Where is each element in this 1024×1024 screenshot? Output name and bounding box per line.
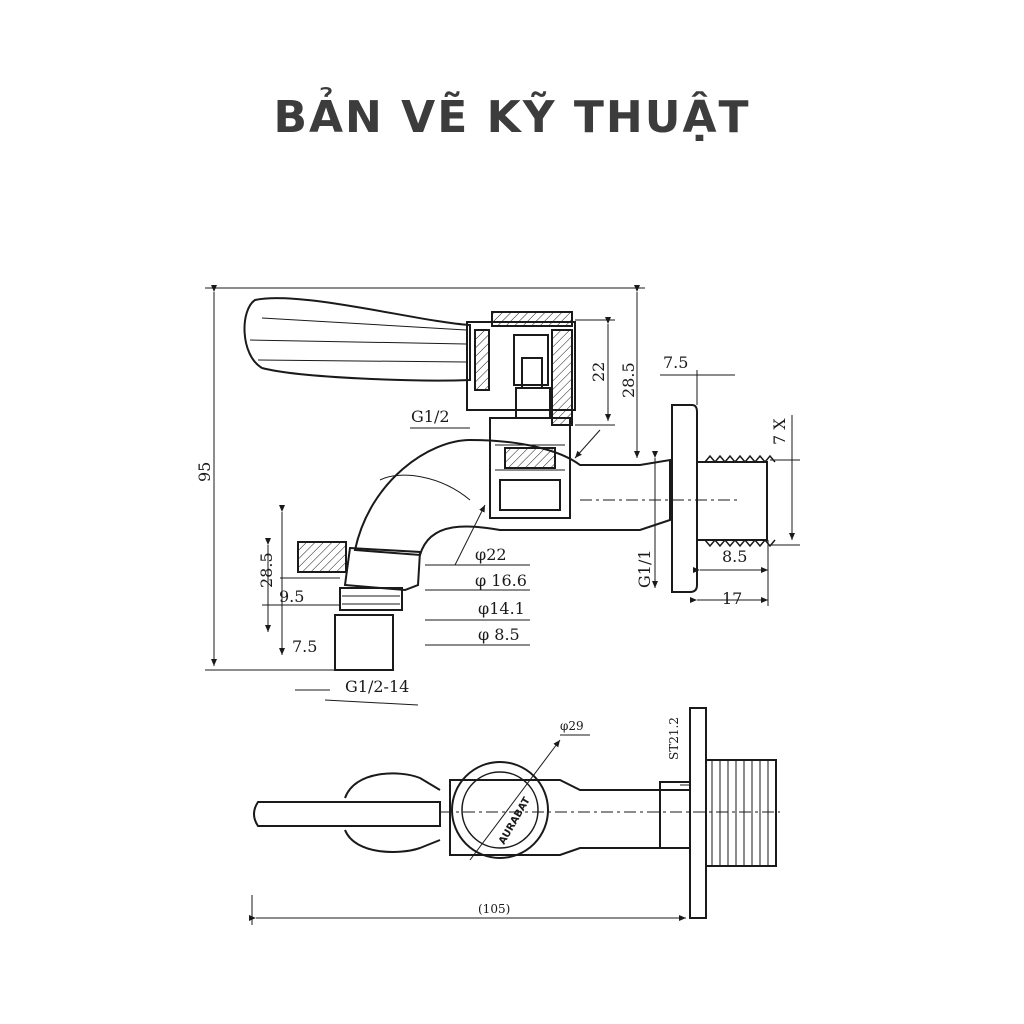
dim-105: (105) (478, 902, 510, 916)
dim-phi16-6: φ 16.6 (475, 571, 527, 590)
dim-phi29: φ29 (560, 719, 584, 733)
dim-g11: G1/1 (635, 549, 654, 588)
dim-8-5: 8.5 (722, 547, 747, 566)
dim-st21-2: ST21.2 (667, 717, 681, 760)
valve-body (353, 438, 671, 557)
dim-g12-14: G1/2-14 (345, 677, 409, 696)
wall-flange (671, 404, 698, 593)
dim-17: 17 (722, 589, 742, 608)
page-title: BẢN VẼ KỸ THUẬT (273, 92, 751, 143)
dim-28-5: 28.5 (619, 362, 638, 398)
side-view (205, 285, 800, 706)
dim-7-5-top: 7.5 (663, 353, 688, 372)
dim-22: 22 (589, 362, 608, 382)
top-body (449, 779, 691, 856)
top-lever (253, 801, 441, 827)
dim-phi14-1: φ14.1 (478, 599, 525, 618)
dim-outlet-28-5: 28.5 (257, 552, 276, 588)
dim-9-5: 9.5 (279, 587, 304, 606)
dim-95: 95 (195, 462, 214, 482)
lever-handle (243, 297, 471, 382)
thread-male (696, 461, 768, 541)
dim-7-5-bottom: 7.5 (292, 637, 317, 656)
brand-logo: AURABAT (497, 795, 533, 846)
dim-7x: 7 X (770, 418, 789, 445)
outlet-spout (343, 546, 422, 592)
dim-phi8-5: φ 8.5 (478, 625, 520, 644)
top-flange (689, 707, 707, 919)
top-view (249, 707, 780, 925)
dim-g12: G1/2 (411, 407, 450, 426)
top-thread (705, 759, 777, 867)
top-valve-circle (451, 761, 549, 859)
dim-phi22: φ22 (475, 545, 507, 564)
valve-cartridge (489, 417, 571, 519)
